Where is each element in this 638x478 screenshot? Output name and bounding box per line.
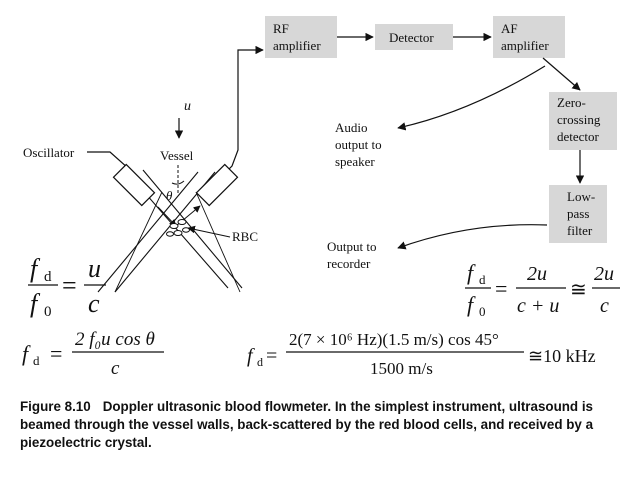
equation-ratio-exact: f d f 0 = 2u c + u ≅ 2u c xyxy=(465,260,620,319)
arrow-to-speaker xyxy=(397,65,546,131)
eq2-lhs: f xyxy=(22,341,31,366)
transducer-crystals xyxy=(112,163,239,207)
eq4-numerator: 2(7 × 10⁶ Hz)(1.5 m/s) cos 45° xyxy=(289,330,499,349)
recorder-output-label: Output to recorder xyxy=(327,239,376,271)
detector-label: Detector xyxy=(389,30,434,45)
equation-ratio-basic: f d f 0 = u c xyxy=(28,254,106,320)
arrow-to-recorder xyxy=(397,224,548,250)
caption-text: Doppler ultrasonic blood flowmeter. In t… xyxy=(20,399,594,450)
eq4-equals: = xyxy=(266,345,277,367)
eq2-equals: = xyxy=(50,341,62,366)
velocity-indicator: u xyxy=(174,99,191,139)
receive-transducer xyxy=(195,163,239,207)
rbc-label: RBC xyxy=(232,229,258,244)
eq3-lhs-den-sub: 0 xyxy=(479,304,486,319)
eq1-equals: = xyxy=(62,271,77,300)
rf-amplifier-label-line2: amplifier xyxy=(273,38,321,53)
equation-doppler-shift: f d = 2 f₀u cos θ c xyxy=(22,329,164,379)
eq1-rhs-den: c xyxy=(88,289,100,318)
af-amplifier-label-line2: amplifier xyxy=(501,38,549,53)
eq3-equals: = xyxy=(495,276,507,301)
vessel-label: Vessel xyxy=(160,148,194,163)
eq2-lhs-sub: d xyxy=(33,353,40,368)
angle-arc xyxy=(171,180,185,185)
low-pass-label-line2: pass xyxy=(567,206,589,221)
eq2-numerator: 2 f₀u cos θ xyxy=(75,329,155,350)
eq3-lhs-den: f xyxy=(467,292,476,317)
eq1-rhs-num: u xyxy=(88,254,101,283)
oscillator-label: Oscillator xyxy=(23,145,75,160)
rf-amplifier-block: RF amplifier xyxy=(265,16,337,58)
eq3-approx: ≅ xyxy=(570,279,587,301)
rbc-pointer xyxy=(187,225,231,238)
figure-tag: Figure 8.10 xyxy=(20,399,91,414)
eq1-lhs-den-sub: 0 xyxy=(44,304,52,320)
audio-output-line1: Audio xyxy=(335,120,368,135)
eq1-lhs-den: f xyxy=(30,289,41,318)
audio-output-line2: output to xyxy=(335,137,382,152)
equation-numeric-example: f d = 2(7 × 10⁶ Hz)(1.5 m/s) cos 45° 150… xyxy=(247,330,596,378)
low-pass-label-line1: Low- xyxy=(567,189,595,204)
transmit-transducer xyxy=(112,163,156,207)
arrow-transducer-to-rf xyxy=(219,45,264,179)
detector-block: Detector xyxy=(375,24,453,50)
eq3-mid-den: c + u xyxy=(517,295,559,317)
eq4-lhs: f xyxy=(247,345,255,367)
eq4-result: ≅10 kHz xyxy=(528,346,596,366)
eq4-lhs-sub: d xyxy=(257,355,263,369)
eq2-denominator: c xyxy=(111,358,120,379)
eq4-denominator: 1500 m/s xyxy=(370,359,433,378)
arrow-af-to-zero-crossing xyxy=(542,57,581,91)
signal-arrows xyxy=(219,32,585,250)
angle-theta-label: θ xyxy=(166,188,173,203)
velocity-label: u xyxy=(184,99,191,114)
eq3-lhs-num: f xyxy=(467,260,476,285)
oscillator-label-group: Oscillator xyxy=(23,145,129,169)
oscillator-lead-line xyxy=(87,151,129,169)
eq1-lhs-num-sub: d xyxy=(44,269,52,285)
eq1-lhs-num: f xyxy=(30,254,41,283)
recorder-output-line2: recorder xyxy=(327,256,371,271)
af-amplifier-label-line1: AF xyxy=(501,21,518,36)
audio-output-label: Audio output to speaker xyxy=(335,120,382,169)
zero-crossing-label-line2: crossing xyxy=(557,112,601,127)
eq3-rhs-den: c xyxy=(600,295,609,317)
rf-amplifier-label-line1: RF xyxy=(273,21,289,36)
zero-crossing-detector-block: Zero- crossing detector xyxy=(549,92,617,150)
eq3-rhs-num: 2u xyxy=(594,263,614,285)
zero-crossing-label-line3: detector xyxy=(557,129,600,144)
eq3-mid-num: 2u xyxy=(527,263,547,285)
recorder-output-line1: Output to xyxy=(327,239,376,254)
zero-crossing-label-line1: Zero- xyxy=(557,95,586,110)
low-pass-label-line3: filter xyxy=(567,223,593,238)
eq3-lhs-num-sub: d xyxy=(479,272,486,287)
low-pass-filter-block: Low- pass filter xyxy=(549,185,607,243)
audio-output-line3: speaker xyxy=(335,154,375,169)
af-amplifier-block: AF amplifier xyxy=(493,16,565,58)
